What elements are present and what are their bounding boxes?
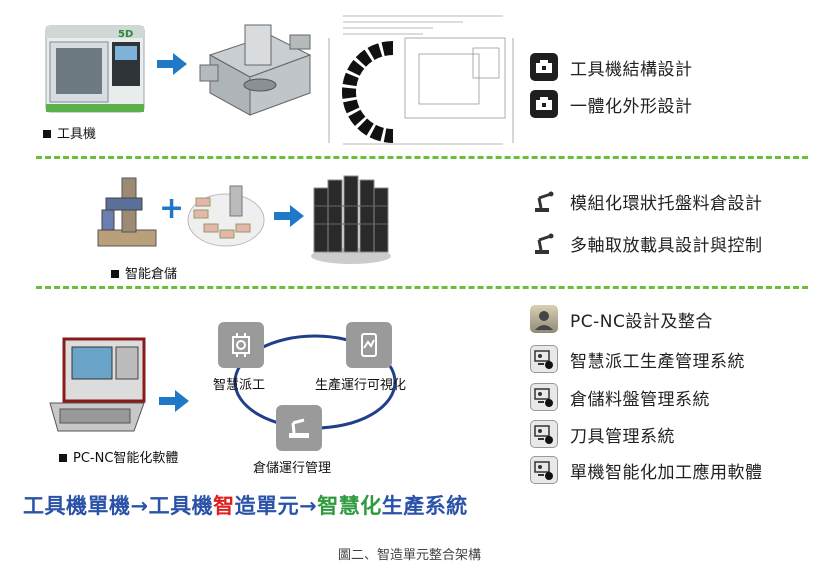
section-separator (36, 286, 808, 289)
pcnc-label: PC-NC智能化軟體 (73, 451, 179, 466)
machine-tool-image: 5D (45, 25, 145, 113)
headline-part: 工具機單機→工具機 (23, 494, 214, 518)
arrow-right-icon (157, 53, 187, 75)
ring-storage-image (311, 175, 391, 264)
section-separator (36, 156, 808, 159)
feature-ring-tray-design: 模組化環狀托盤料倉設計 (530, 186, 763, 216)
bullet-square (59, 453, 67, 462)
headline-part: 智 (213, 494, 235, 518)
headline-part: 造單元→ (234, 494, 318, 518)
feature-label: 單機智能化加工應用軟體 (570, 462, 763, 483)
arrow-right-icon (159, 390, 189, 412)
monitor-gear-icon (530, 345, 558, 373)
visual-node-label: 生產運行可視化 (315, 378, 407, 393)
arrow-right-icon (274, 205, 304, 227)
feature-label: 工具機結構設計 (570, 59, 693, 80)
bullet-square (43, 129, 51, 138)
storage-node-icon (276, 405, 322, 451)
feature-tray-management: 倉儲料盤管理系統 (530, 382, 710, 412)
monitor-gear-icon (530, 420, 558, 448)
feature-label: 倉儲料盤管理系統 (570, 389, 710, 410)
pcnc-console-image (49, 337, 146, 432)
headline-part: 生產系統 (381, 494, 468, 518)
monitor-gear-icon (530, 456, 558, 484)
storage-label: 智能倉儲 (125, 267, 178, 282)
feature-structure-design: 工具機結構設計 (530, 52, 693, 82)
feature-label: 刀具管理系統 (570, 426, 675, 447)
storage-caption: 智能倉儲 (111, 263, 177, 282)
feature-pcnc-integration: PC-NC設計及整合 (530, 304, 713, 334)
engineering-drawing-image (323, 8, 521, 150)
headline-part: 智慧化 (317, 494, 382, 518)
feature-smart-machining-software: 單機智能化加工應用軟體 (530, 455, 763, 485)
engineer-icon (530, 305, 558, 333)
visual-node-icon (346, 322, 392, 368)
storage-node-label: 倉儲運行管理 (253, 461, 332, 476)
robot-arm-icon (530, 187, 558, 215)
figure-caption: 圖二、智造單元整合架構 (337, 548, 481, 563)
bullet-square (111, 269, 119, 278)
feature-dispatch-system: 智慧派工生產管理系統 (530, 344, 745, 374)
feature-label: PC-NC設計及整合 (570, 311, 713, 332)
pallet-rack-image (187, 185, 265, 247)
machine-badge: 5D (118, 29, 133, 40)
pcnc-caption: PC-NC智能化軟體 (59, 447, 178, 466)
evolution-headline: 工具機單機→工具機智造單元→智慧化生產系統 (23, 490, 468, 520)
robot-arm-image (97, 177, 157, 247)
monitor-gear-icon (530, 383, 558, 411)
dispatch-node-label: 智慧派工 (213, 378, 266, 393)
feature-exterior-design: 一體化外形設計 (530, 89, 693, 119)
machine-icon (530, 90, 558, 118)
feature-tool-management: 刀具管理系統 (530, 419, 675, 449)
machine-label: 工具機 (57, 127, 97, 142)
machine-structure-image (199, 24, 312, 116)
dispatch-node-icon (218, 322, 264, 368)
feature-label: 多軸取放載具設計與控制 (570, 235, 763, 256)
feature-multi-axis-carrier: 多軸取放載具設計與控制 (530, 228, 763, 258)
machine-icon (530, 53, 558, 81)
machine-caption: 工具機 (43, 123, 96, 142)
feature-label: 模組化環狀托盤料倉設計 (570, 193, 763, 214)
feature-label: 智慧派工生產管理系統 (570, 351, 745, 372)
feature-label: 一體化外形設計 (570, 96, 693, 117)
robot-arm-icon (530, 229, 558, 257)
plus-icon: + (159, 191, 185, 226)
